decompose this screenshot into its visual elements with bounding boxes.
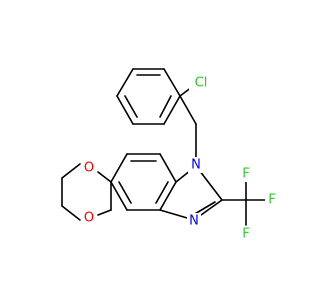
bond — [110, 181, 128, 211]
bond — [163, 95, 181, 125]
bond-ring-ch2 — [179, 95, 197, 125]
atom-labels: Cl N N O O F F F — [82, 75, 279, 242]
nitrogen-atom-n1: N — [191, 158, 201, 173]
fluorine-atom-right: F — [268, 193, 275, 208]
bond — [97, 209, 112, 216]
structure-svg: Cl N N O O F F F — [61, 68, 279, 242]
chlorine-atom: Cl — [195, 76, 208, 91]
bond — [97, 171, 112, 183]
bond — [124, 95, 138, 118]
dioxane-ring — [61, 163, 112, 221]
bond — [163, 68, 181, 97]
benzo-ring — [110, 153, 177, 211]
bond — [116, 95, 134, 125]
nitrogen-atom-n3: N — [189, 214, 199, 229]
bond — [61, 163, 81, 179]
bond — [61, 205, 81, 221]
fluorine-atom-top: F — [242, 167, 249, 182]
bond — [110, 153, 128, 183]
fluorine-atom-bottom: F — [242, 227, 249, 242]
bond — [159, 153, 177, 183]
oxygen-atom-bottom: O — [84, 211, 94, 226]
bond — [159, 181, 177, 211]
chlorophenyl-ring — [116, 68, 181, 125]
bond — [155, 181, 169, 204]
oxygen-atom-top: O — [84, 161, 94, 176]
bond — [118, 181, 132, 204]
bond — [116, 68, 134, 97]
bond — [192, 201, 216, 216]
molecule-diagram: Cl N N O O F F F — [61, 68, 279, 242]
bond — [159, 95, 172, 118]
